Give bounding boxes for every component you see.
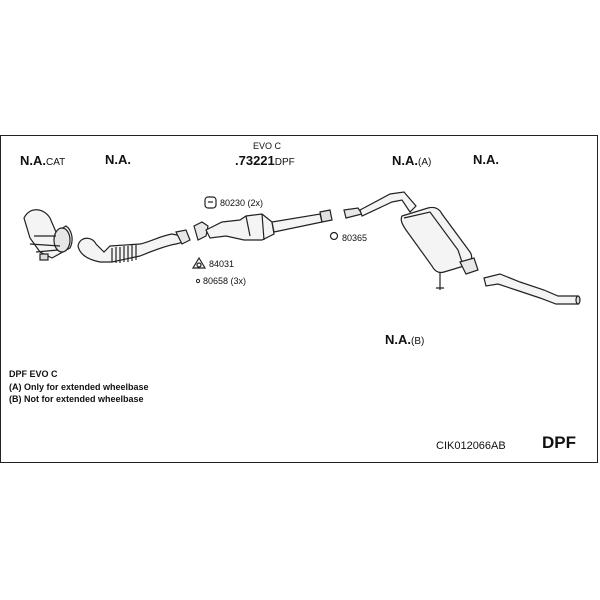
note-line-3: (B) Not for extended wheelbase xyxy=(9,394,144,404)
na-cat-main: N.A. xyxy=(20,153,46,168)
note-line-2: (A) Only for extended wheelbase xyxy=(9,382,149,392)
nut-80658-icon xyxy=(195,278,201,284)
dpf-part-label: .73221DPF xyxy=(235,152,295,170)
catalytic-converter-drawing[interactable] xyxy=(23,209,73,261)
front-pipe-drawing[interactable] xyxy=(77,229,191,263)
na-a-suffix: (A) xyxy=(418,157,432,168)
note-line-1: DPF EVO C xyxy=(9,369,58,379)
dpf-part-suffix: DPF xyxy=(274,157,295,168)
middle-pipe-drawing[interactable] xyxy=(343,191,417,219)
na-cat-suffix: CAT xyxy=(46,157,66,168)
kit-type: DPF xyxy=(542,433,576,452)
na-a-main: N.A. xyxy=(392,153,418,168)
na-b-label: N.A.(B) xyxy=(385,331,424,349)
na-b-suffix: (B) xyxy=(411,336,425,347)
na-a-label: N.A.(A) xyxy=(392,152,431,170)
part-80365: 80365 xyxy=(342,233,368,243)
part-80658: 80658 (3x) xyxy=(203,276,247,286)
kit-code: CIK012066AB xyxy=(436,440,506,452)
clamp-80230-icon xyxy=(204,196,217,209)
part-80230: 80230 (2x) xyxy=(220,198,264,208)
na-front-label: N.A. xyxy=(105,152,131,167)
rear-silencer-drawing[interactable] xyxy=(400,206,479,290)
ring-80365-icon xyxy=(329,231,339,241)
na-b-main: N.A. xyxy=(385,332,411,347)
gasket-84031-icon xyxy=(191,256,207,269)
na-cat-label: N.A.CAT xyxy=(20,152,65,170)
dpf-part-number: .73221 xyxy=(235,153,275,168)
tail-pipe-drawing[interactable] xyxy=(483,273,581,305)
na-rear-label: N.A. xyxy=(473,152,499,167)
diagram-frame xyxy=(0,135,598,463)
dpf-unit-drawing[interactable] xyxy=(193,209,333,241)
evo-title: EVO C xyxy=(253,141,282,151)
part-84031: 84031 xyxy=(209,259,235,269)
